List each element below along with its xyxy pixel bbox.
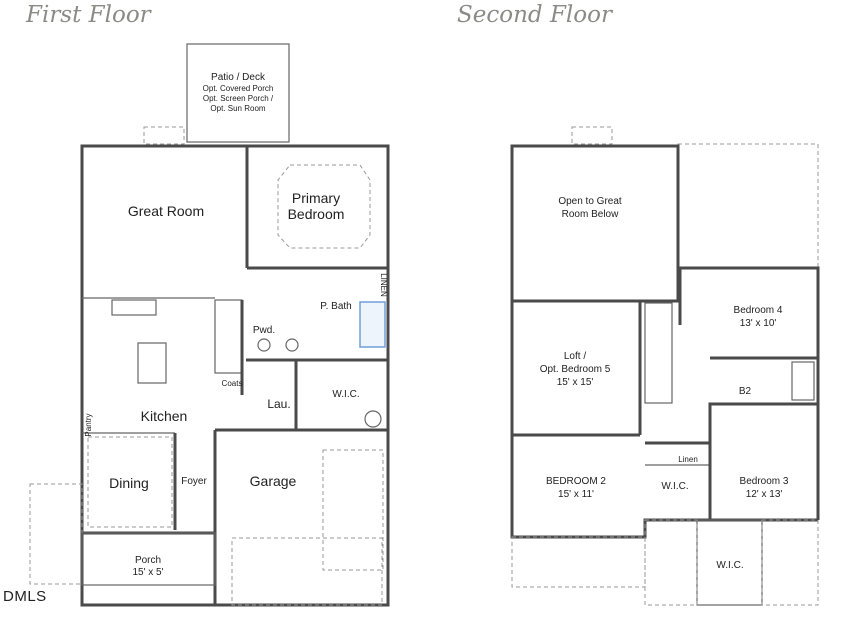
open-to-below-label-2: Room Below xyxy=(562,209,619,220)
bedroom2-label: BEDROOM 2 xyxy=(546,476,606,487)
linen-label: LINEN xyxy=(379,273,388,297)
second-floor-title: Second Floor xyxy=(457,2,612,28)
svg-text:Opt. Screen Porch /: Opt. Screen Porch / xyxy=(203,94,274,103)
patio-label: Patio / Deck Opt. Covered Porch Opt. Scr… xyxy=(203,72,274,113)
tray-ceiling xyxy=(277,164,371,249)
laundry-label: Lau. xyxy=(267,397,290,411)
bedroom4-label: Bedroom 4 xyxy=(734,305,783,316)
svg-text:Opt. Sun Room: Opt. Sun Room xyxy=(210,104,265,113)
kitchen-sink xyxy=(111,299,157,316)
b2-label: B2 xyxy=(739,386,752,397)
garage-label: Garage xyxy=(250,473,297,489)
pantry-label: Pantry xyxy=(84,413,93,436)
porch-size: 15' x 5' xyxy=(132,567,163,578)
wic-label: W.I.C. xyxy=(332,389,359,400)
first-floor-plan: Patio / Deck Opt. Covered Porch Opt. Scr… xyxy=(29,43,390,607)
bedroom3-label: Bedroom 3 xyxy=(740,476,789,487)
porch-label: Porch xyxy=(135,555,161,566)
bedroom4-size: 13' x 10' xyxy=(740,318,777,329)
loft-label-2: Opt. Bedroom 5 xyxy=(540,364,611,375)
garage-door xyxy=(231,537,383,606)
kitchen-label: Kitchen xyxy=(141,408,188,424)
great-room-label: Great Room xyxy=(128,203,204,219)
kitchen-island xyxy=(137,342,167,384)
dining-table-area xyxy=(87,436,173,528)
primary-bedroom-label-2: Bedroom xyxy=(288,206,345,222)
roof-below xyxy=(677,143,819,269)
shower xyxy=(359,301,386,348)
loft-label: Loft / xyxy=(564,351,586,362)
dining-label: Dining xyxy=(109,475,149,491)
toilet-icon xyxy=(257,338,271,352)
open-to-below xyxy=(510,144,680,303)
bedroom2-size: 15' x 11' xyxy=(558,489,594,500)
primary-bedroom-label: Primary xyxy=(292,190,340,206)
water-heater xyxy=(364,410,382,428)
stairs xyxy=(214,299,243,374)
bathtub xyxy=(791,361,815,401)
first-floor-title: First Floor xyxy=(26,2,151,28)
wic-b-label: W.I.C. xyxy=(716,560,743,571)
open-to-below-label: Open to Great xyxy=(558,196,622,207)
foyer-label: Foyer xyxy=(181,476,207,487)
wic-a-label: W.I.C. xyxy=(661,481,688,492)
loft-size: 15' x 15' xyxy=(557,377,594,388)
svg-text:Opt. Covered Porch: Opt. Covered Porch xyxy=(203,84,274,93)
p-bath-label: P. Bath xyxy=(320,301,352,312)
toilet-icon xyxy=(285,338,299,352)
svg-text:Patio / Deck: Patio / Deck xyxy=(211,72,266,83)
coats-label: Coats xyxy=(222,379,243,388)
linen-label-second: Linen xyxy=(678,455,698,464)
porch-outline xyxy=(81,532,216,586)
patio-outline xyxy=(186,43,290,143)
fireplace xyxy=(143,126,185,145)
bedroom3-size: 12' x 13' xyxy=(746,489,783,500)
optional-porch-extension xyxy=(29,483,83,585)
mls-watermark: DMLS xyxy=(3,588,47,605)
powder-label: Pwd. xyxy=(253,325,275,336)
second-floor-plan: Open to Great Room Below Bedroom 4 13' x… xyxy=(510,126,820,606)
stairs-second xyxy=(644,302,673,404)
